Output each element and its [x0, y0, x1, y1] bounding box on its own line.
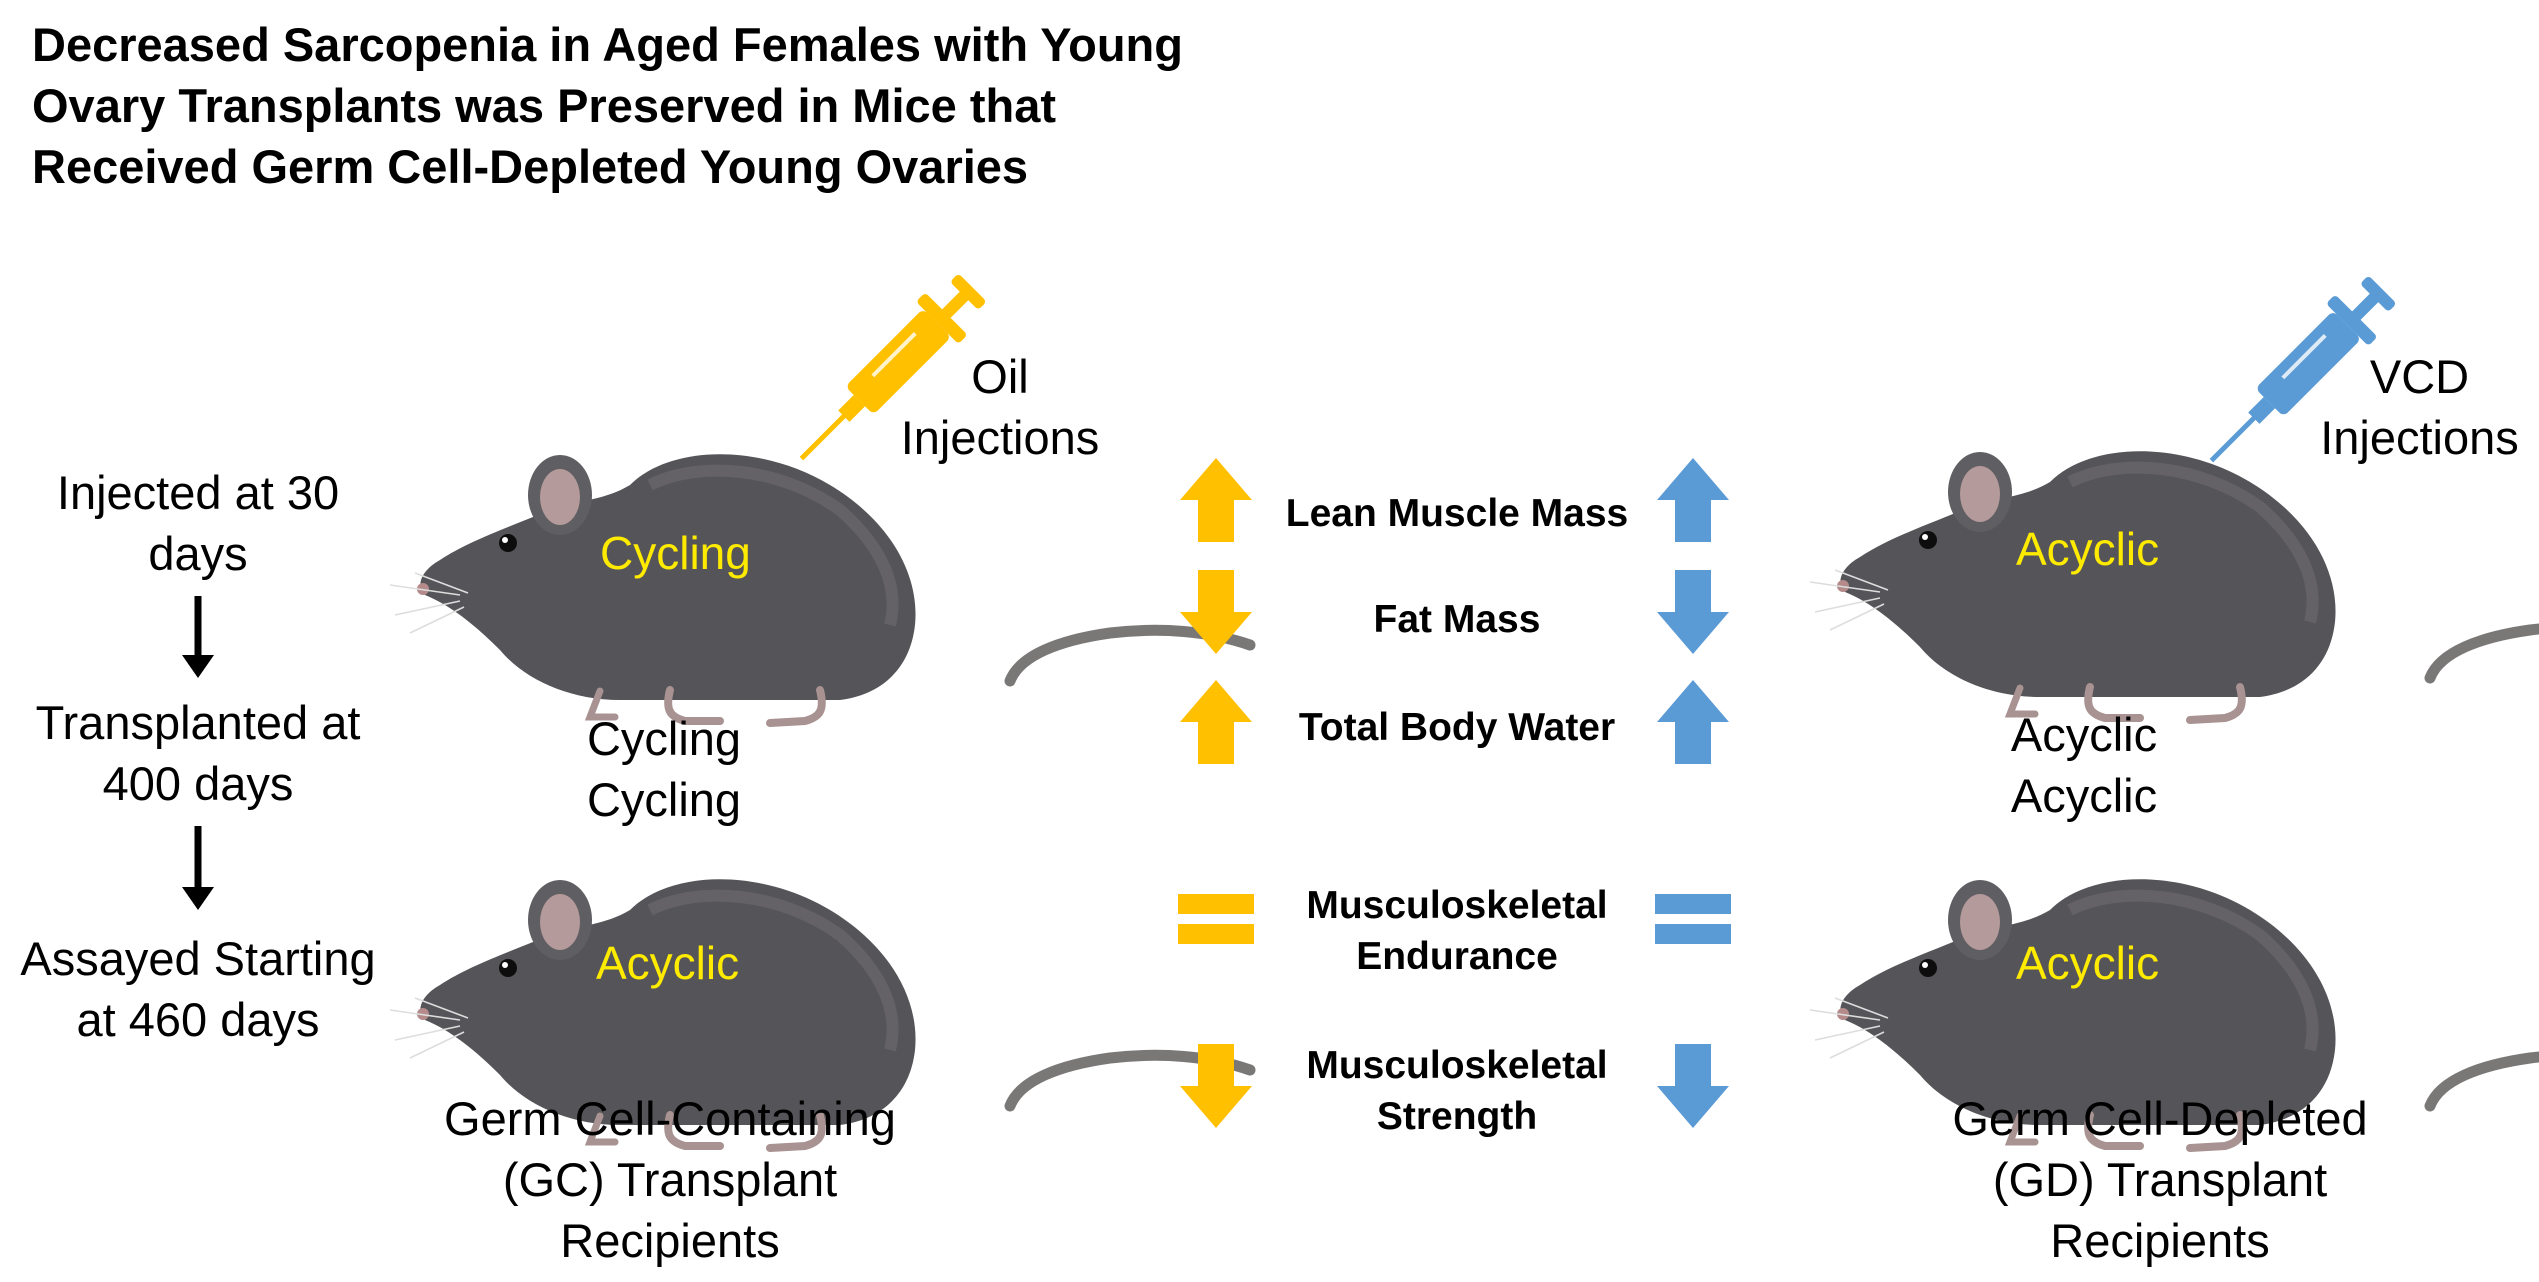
metric-musculoskeletal-strength: Musculoskeletal Strength: [1306, 1044, 1608, 1138]
group-caption-oil: Cycling Cycling: [586, 712, 742, 826]
arrow-up-icon: [1180, 458, 1252, 542]
timeline-step-transplanted: Transplanted at 400 days: [35, 696, 361, 810]
equals-icon: [1655, 894, 1731, 944]
mouse-state-label: Acyclic: [2016, 937, 2160, 989]
figure-title: Decreased Sarcopenia in Aged Females wit…: [32, 18, 1183, 193]
mouse-state-label: Acyclic: [2016, 523, 2160, 575]
mouse-state-label: Acyclic: [596, 937, 740, 989]
equals-icon: [1178, 894, 1254, 944]
metric-total-body-water: Total Body Water: [1298, 706, 1616, 749]
timeline-step-injected: Injected at 30 days: [56, 466, 340, 580]
timeline-step-assayed: Assayed Starting at 460 days: [20, 932, 376, 1046]
arrow-down-icon: [1657, 1044, 1729, 1128]
arrow-up-icon: [1657, 680, 1729, 764]
vcd-injection-label: VCD Injections: [2320, 350, 2519, 464]
timeline-arrow: [182, 826, 214, 910]
group-caption-gc: Germ Cell-Containing (GC) Transplant Rec…: [444, 1092, 896, 1267]
mouse-state-label: Cycling: [600, 527, 751, 579]
oil-injection-label: Oil Injections: [900, 350, 1100, 464]
metric-fat-mass: Fat Mass: [1373, 598, 1541, 641]
mouse-icon: [1810, 451, 2539, 720]
arrow-up-icon: [1657, 458, 1729, 542]
group-caption-gd: Germ Cell-Depleted (GD) Transplant Recip…: [1952, 1092, 2368, 1267]
arrow-down-icon: [1657, 570, 1729, 654]
metric-lean-muscle-mass: Lean Muscle Mass: [1285, 492, 1629, 535]
timeline-arrow: [182, 596, 214, 678]
arrow-up-icon: [1180, 680, 1252, 764]
mouse-icon: [390, 454, 1250, 723]
metric-musculoskeletal-endurance: Musculoskeletal Endurance: [1306, 884, 1608, 978]
group-caption-vcd: Acyclic Acyclic: [2010, 708, 2158, 822]
